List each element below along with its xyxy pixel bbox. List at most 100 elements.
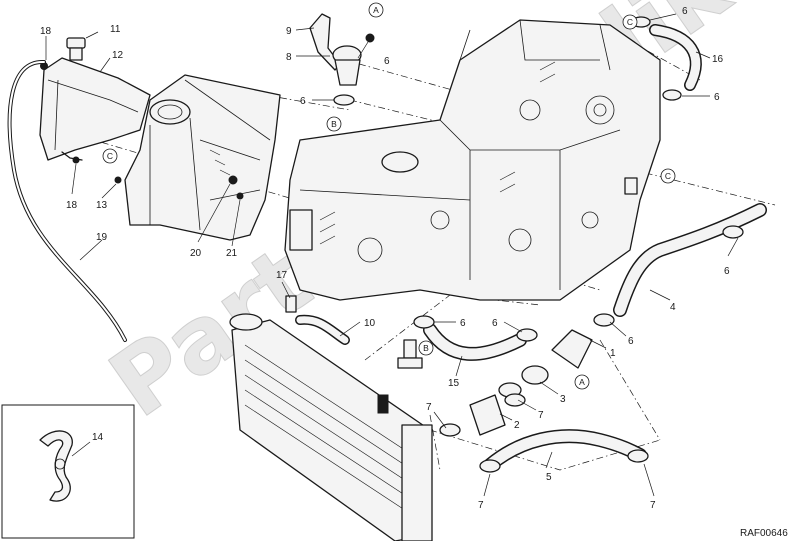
assembly-line — [429, 414, 441, 471]
hose-clip — [333, 94, 355, 106]
tank-seam — [54, 79, 59, 151]
engine-boss — [581, 211, 599, 229]
hose-clip — [627, 449, 649, 463]
pump-union — [397, 329, 593, 398]
marker-letter: A — [579, 377, 585, 387]
leader-line — [609, 321, 627, 337]
callout-21: 21 — [226, 248, 238, 259]
callout-4: 4 — [670, 302, 676, 313]
callout-1: 1 — [610, 348, 616, 359]
leader-line — [281, 281, 291, 299]
callout-20: 20 — [190, 248, 202, 259]
leader-line — [357, 41, 369, 59]
leader-line — [231, 199, 241, 247]
lower-hose — [479, 429, 649, 473]
marker-c: C — [102, 148, 118, 164]
bleed-valve — [285, 295, 297, 313]
steering-head-bore — [157, 104, 183, 120]
radiator-cap — [229, 313, 263, 331]
screw — [228, 175, 238, 185]
marker-letter: B — [331, 119, 337, 129]
leader-line — [649, 13, 677, 21]
marker-letter: C — [107, 151, 113, 161]
callout-19: 19 — [96, 232, 108, 243]
callout-9: 9 — [286, 26, 292, 37]
fitting-base — [397, 357, 423, 369]
radiator-tank — [401, 424, 433, 541]
callout-6: 6 — [300, 96, 306, 107]
leader-line — [71, 163, 77, 195]
callout-15: 15 — [448, 378, 460, 389]
callout-10: 10 — [364, 318, 376, 329]
union-body — [551, 329, 593, 369]
hose-clip — [722, 225, 744, 239]
leader-line — [433, 411, 447, 429]
right-hose — [593, 203, 767, 327]
marker-circle — [660, 168, 676, 184]
radiator-core — [231, 319, 431, 541]
overflow-hose-inner — [8, 60, 126, 341]
marker-circle — [418, 340, 434, 356]
steering-head — [149, 99, 191, 125]
engine-hatching — [319, 61, 556, 245]
bracket-hole — [54, 458, 66, 470]
marker-letter: C — [627, 17, 633, 27]
hose-clip — [593, 313, 615, 327]
leader-line — [727, 237, 739, 257]
leader-line — [79, 239, 103, 261]
callout-6: 6 — [724, 266, 730, 277]
engine-boss — [430, 210, 450, 230]
gear-outline — [585, 95, 615, 125]
callout-18: 18 — [66, 200, 78, 211]
hose-clip — [365, 33, 375, 43]
sensor — [624, 177, 638, 195]
marker-b: B — [326, 116, 342, 132]
leader-line — [545, 451, 553, 469]
frame-tubes — [149, 79, 271, 231]
hose-fill — [296, 316, 349, 344]
leader-line — [101, 183, 117, 199]
leader-line — [503, 321, 523, 333]
marker-a: A — [368, 2, 384, 18]
engine-block — [284, 19, 661, 301]
marker-letter: A — [373, 5, 379, 15]
marker-circle — [368, 2, 384, 18]
inset-frame — [1, 404, 135, 539]
callout-11: 11 — [110, 24, 121, 35]
upper-hose — [631, 16, 702, 101]
radiator-fins — [244, 344, 421, 521]
hose-clip — [504, 393, 526, 407]
callout-6: 6 — [714, 92, 720, 103]
callout-17: 17 — [276, 270, 288, 281]
bolt — [114, 176, 122, 184]
drawing-reference-code: RAF00646 — [740, 528, 788, 539]
assembly-line — [599, 339, 661, 441]
callout-8: 8 — [286, 52, 292, 63]
marker-circle — [326, 116, 342, 132]
hose-fill — [484, 430, 646, 471]
hose-fill — [650, 25, 701, 90]
leader-line — [295, 27, 315, 31]
marker-letter: C — [665, 171, 671, 181]
marker-letter: B — [423, 343, 429, 353]
marker-b: B — [418, 340, 434, 356]
leader-line — [99, 57, 111, 73]
cylinder-head-lines — [459, 19, 611, 71]
inset-box — [1, 404, 135, 539]
leader-line — [71, 441, 91, 457]
hose-fill — [614, 204, 766, 316]
leader-line — [455, 355, 463, 377]
callout-6: 6 — [682, 6, 688, 17]
callouts: 18 11 12 9 8 6 6 6 16 6 18 13 20 21 19 6… — [40, 6, 730, 511]
thermostat-assembly — [309, 13, 375, 106]
hose-clip — [439, 423, 461, 437]
leader-line — [85, 31, 99, 39]
tank-body — [39, 57, 151, 161]
thermostat-body — [334, 59, 361, 86]
frame-hatching — [209, 149, 231, 176]
engine-case — [284, 19, 661, 301]
fitting — [403, 339, 417, 359]
callout-7: 7 — [478, 500, 484, 511]
